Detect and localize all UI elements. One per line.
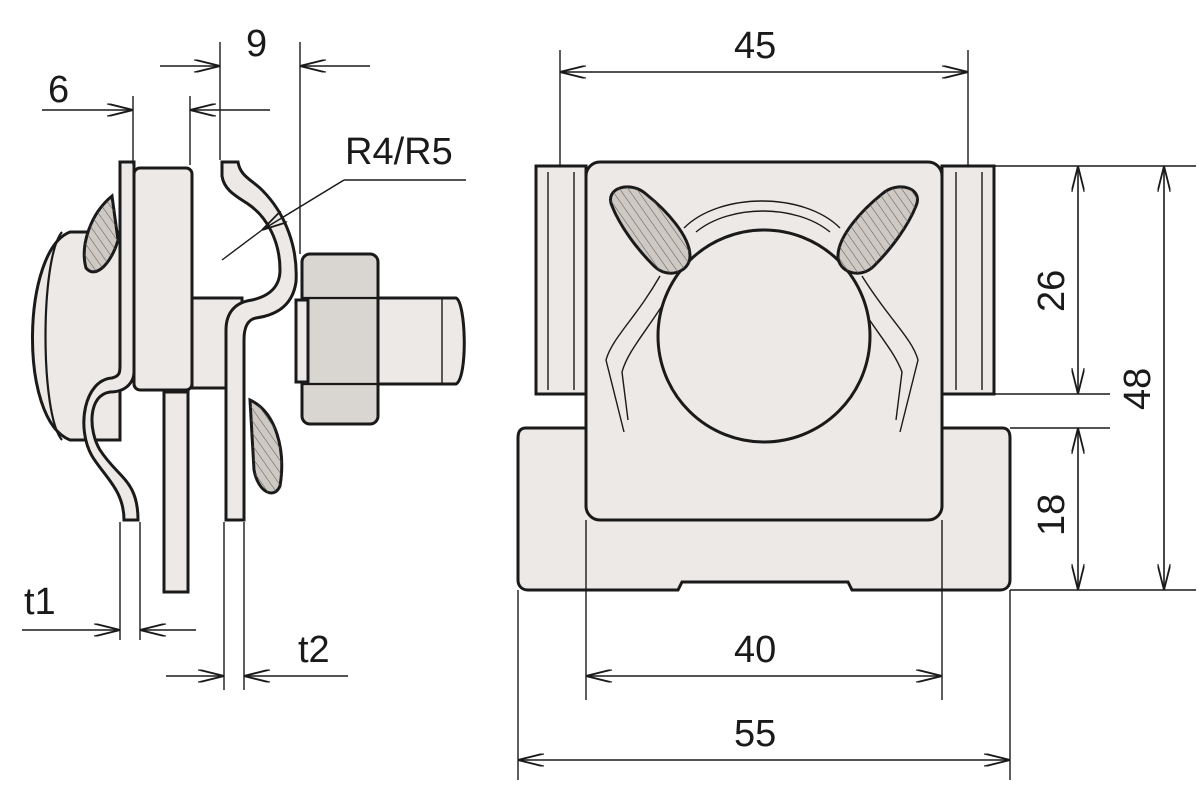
- front-view: 45 26 48 18 40 55: [516, 25, 1196, 780]
- thickness-t2: t2: [298, 629, 330, 671]
- dim-6: 6: [48, 69, 69, 111]
- hex-nut: [300, 252, 380, 426]
- radius-label: R4/R5: [345, 131, 453, 173]
- lower-tongue: [162, 390, 190, 594]
- dim-45: 45: [734, 25, 776, 67]
- left-side-tab: [534, 164, 588, 396]
- side-view: 6 9 R4/R5 t1 t2: [22, 23, 466, 690]
- dim-18: 18: [1031, 494, 1073, 536]
- conductor-circle: [656, 228, 872, 444]
- dim-48: 48: [1117, 368, 1159, 410]
- clamp-block: [132, 166, 194, 392]
- left-clamp-plate: [82, 160, 140, 522]
- dim-55: 55: [734, 713, 776, 755]
- dim-40: 40: [734, 629, 776, 671]
- thickness-t1: t1: [24, 581, 56, 623]
- dim-26: 26: [1031, 270, 1073, 312]
- bolt-thread-end: [376, 296, 466, 386]
- right-side-tab: [940, 164, 996, 396]
- dim-9: 9: [246, 23, 267, 65]
